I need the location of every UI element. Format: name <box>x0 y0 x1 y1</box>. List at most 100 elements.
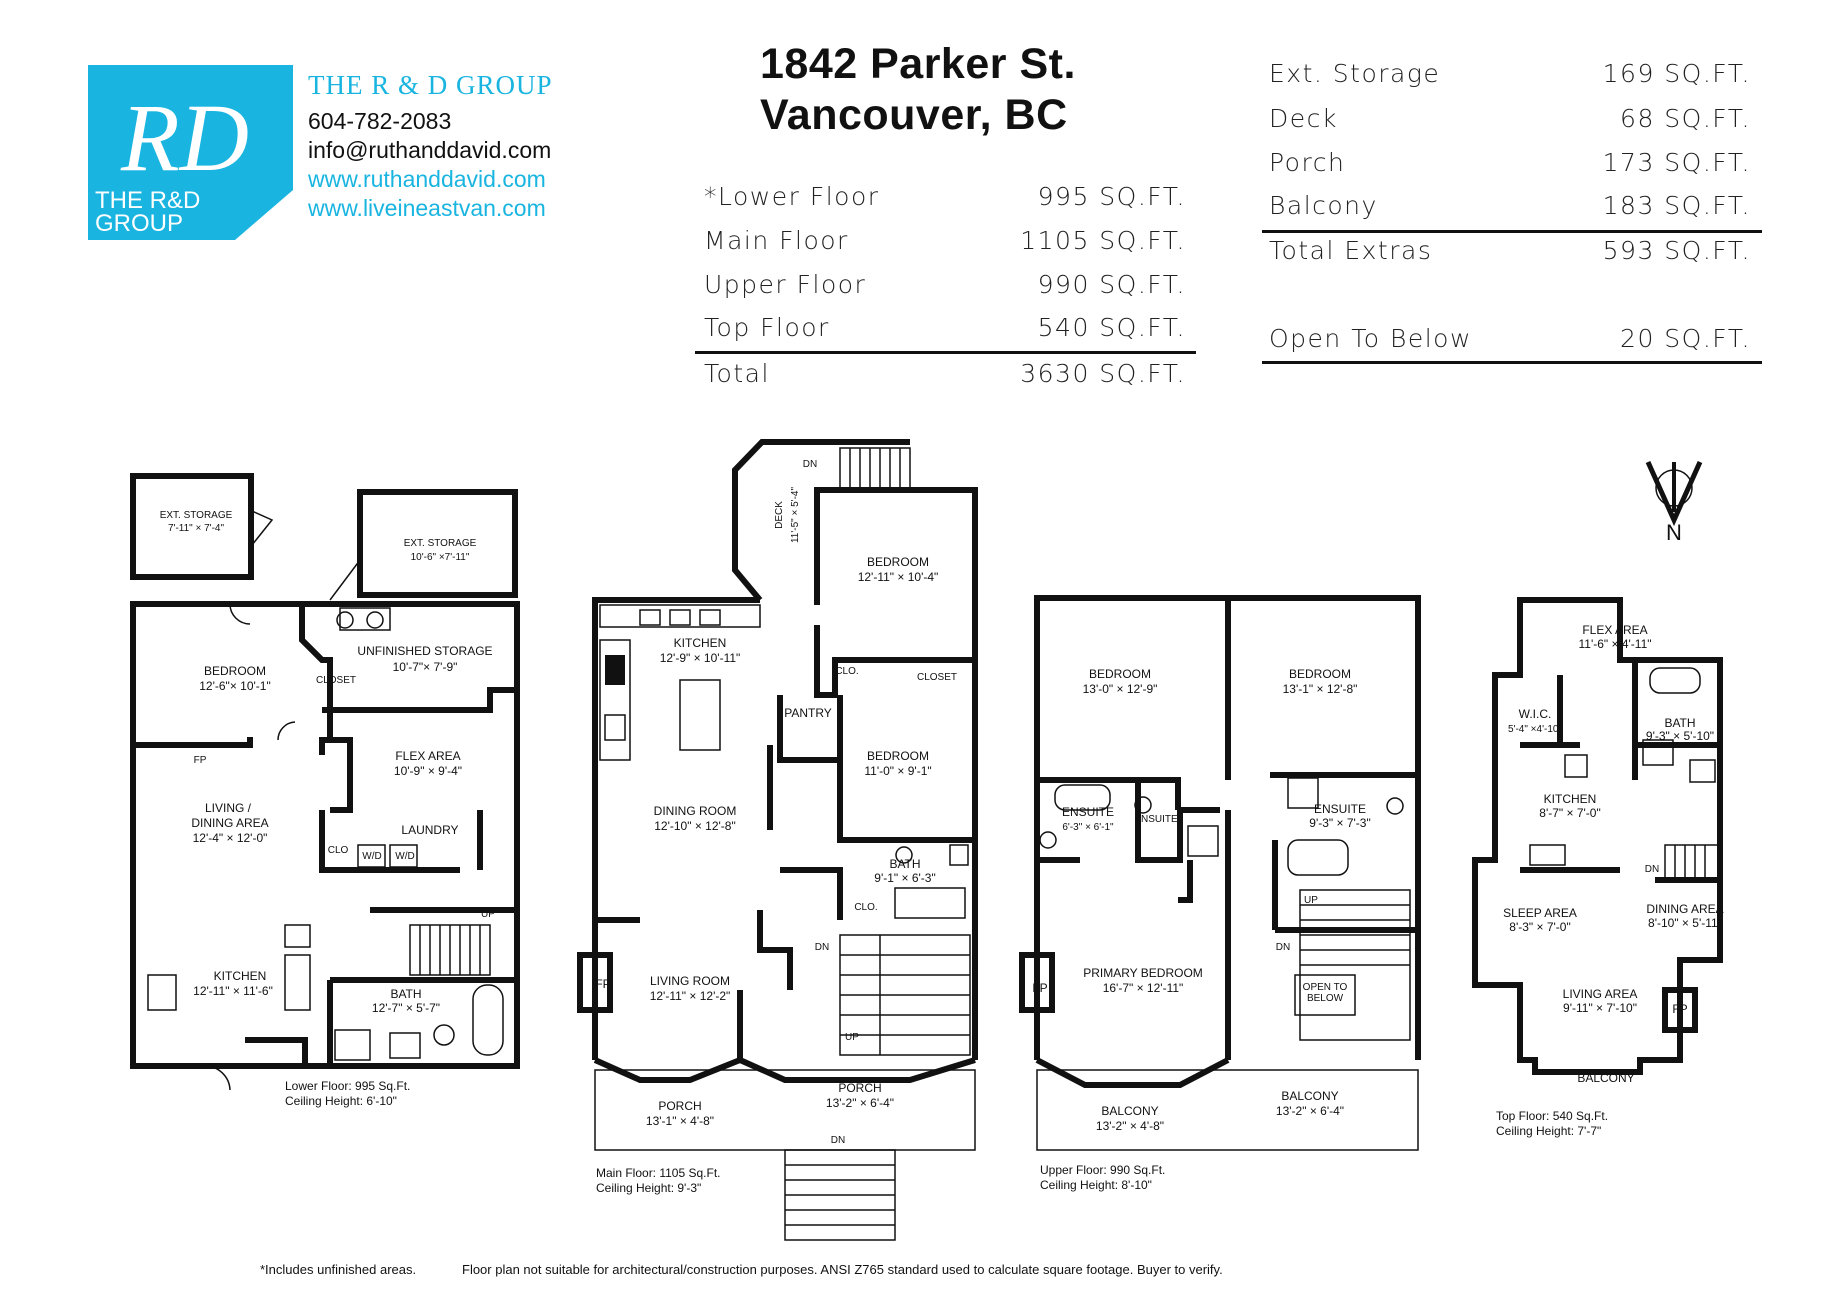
room-name: UNFINISHED STORAGE <box>357 644 492 658</box>
room-name: LIVING AREA <box>1563 987 1638 1001</box>
footer-disclaimer: Floor plan not suitable for architectura… <box>462 1262 1223 1277</box>
room-name: PORCH <box>838 1081 881 1095</box>
room-name: BATH <box>1664 716 1695 730</box>
fireplace-label: FP <box>194 755 207 766</box>
main-floor-plan: DECK 11'-5" × 5'-4" BEDROOM 12'-11" × 10… <box>577 439 978 1241</box>
room-dims: 13'-0" × 12'-9" <box>1083 682 1158 696</box>
extra-row: Ext. Storage 169 SQ.FT. <box>1269 59 1751 93</box>
room-name: DINING ROOM <box>654 804 737 818</box>
room-dims: 12'-9" × 10'-11" <box>660 651 741 665</box>
room-name: KITCHEN <box>214 969 267 983</box>
total-label: Total <box>704 359 770 388</box>
clo-label: CLO <box>328 845 349 856</box>
room-dims: 12'-7" × 5'-7" <box>372 1001 440 1015</box>
room-dims: 11'-6" × 4'-11" <box>1578 637 1651 651</box>
room-dims: 12'-4" × 12'-0" <box>193 831 268 845</box>
room-dims: 9'-11" × 7'-10" <box>1563 1001 1637 1015</box>
fireplace-label: FP <box>1032 981 1047 995</box>
clo-label: CLO. <box>854 902 877 913</box>
extra-value: 173 SQ.FT. <box>1602 148 1751 177</box>
open-to-below-value: 20 SQ.FT. <box>1620 324 1751 353</box>
stairs-up-label: UP <box>845 1032 859 1043</box>
room-dims: 5'-4" ×4'-10" <box>1508 724 1562 735</box>
floor-area-label: *Lower Floor <box>704 182 880 211</box>
floor-area-value: 990 SQ.FT. <box>1037 270 1186 299</box>
room-name: BATH <box>390 987 421 1001</box>
room-dims: 12'-11" × 10'-4" <box>858 570 939 584</box>
plan-caption: Main Floor: 1105 Sq.Ft. <box>596 1166 721 1180</box>
plan-caption: Ceiling Height: 7'-7" <box>1496 1124 1601 1138</box>
room-name: BALCONY <box>1101 1104 1158 1118</box>
room-name: BEDROOM <box>867 749 929 763</box>
room-dims: 12'-6"× 10'-1" <box>199 679 270 693</box>
room-name: ENSUITE <box>1314 802 1366 816</box>
stairs-up-label: UP <box>481 909 495 920</box>
extra-label: Balcony <box>1269 191 1378 220</box>
stairs-down-label: DN <box>1276 942 1290 953</box>
total-divider <box>695 351 1196 354</box>
room-name: LIVING / <box>205 801 252 815</box>
floor-area-label: Main Floor <box>704 226 849 255</box>
room-name: DINING AREA <box>191 816 268 830</box>
room-dims: 13'-2" × 4'-8" <box>1096 1119 1164 1133</box>
room-dims: 12'-11" × 11'-6" <box>193 984 273 998</box>
north-arrow-icon: N <box>1645 460 1703 545</box>
room-name: BALCONY <box>1281 1089 1338 1103</box>
room-name: BALCONY <box>1577 1071 1634 1085</box>
footer-note-unfinished: *Includes unfinished areas. <box>260 1262 417 1277</box>
total-value: 3630 SQ.FT. <box>1020 359 1186 388</box>
floor-area-row: *Lower Floor 995 SQ.FT. <box>704 182 1186 216</box>
room-dims: 11'-0" × 9'-1" <box>864 764 931 778</box>
plan-caption: Ceiling Height: 9'-3" <box>596 1181 701 1195</box>
top-floor-plan: FLEX AREA 11'-6" × 4'-11" W.I.C. 5'-4" ×… <box>1472 597 1724 1138</box>
plan-caption: Ceiling Height: 8'-10" <box>1040 1178 1152 1192</box>
brand-email[interactable]: info@ruthanddavid.com <box>308 137 552 163</box>
open-to-below-row: Open To Below 20 SQ.FT. <box>1269 324 1751 358</box>
fireplace-label: FP <box>595 977 610 991</box>
extra-label: Porch <box>1269 148 1346 177</box>
room-name: LIVING ROOM <box>650 974 730 988</box>
room-dims: 13'-2" × 6'-4" <box>826 1096 894 1110</box>
room-dims: 13'-1" × 4'-8" <box>646 1114 714 1128</box>
clo-label: CLO. <box>835 666 858 677</box>
open-to-below-label: Open To Below <box>1269 324 1472 353</box>
extra-value: 183 SQ.FT. <box>1602 191 1751 220</box>
stairs-down-label: DN <box>803 459 817 470</box>
compass-label: N <box>1666 520 1682 545</box>
room-name: FLEX AREA <box>1582 623 1647 637</box>
floor-area-row: Main Floor 1105 SQ.FT. <box>704 226 1186 260</box>
room-name: PRIMARY BEDROOM <box>1083 966 1203 980</box>
room-dims: 9'-3" × 7'-3" <box>1309 816 1370 830</box>
floor-area-value: 540 SQ.FT. <box>1037 313 1186 342</box>
room-name: BEDROOM <box>204 664 266 678</box>
logo-letters: RD <box>120 84 249 191</box>
extra-row: Deck 68 SQ.FT. <box>1269 104 1751 138</box>
room-dims: 13'-1" × 12'-8" <box>1283 682 1358 696</box>
brand-website-2[interactable]: www.liveineastvan.com <box>308 195 546 221</box>
room-name: SLEEP AREA <box>1503 906 1577 920</box>
plan-caption: Lower Floor: 995 Sq.Ft. <box>285 1079 410 1093</box>
plan-caption: Ceiling Height: 6'-10" <box>285 1094 397 1108</box>
fireplace-label: FP <box>1672 1002 1687 1016</box>
room-dims: 6'-3" × 6'-1" <box>1062 822 1114 833</box>
stairs-down-label: DN <box>1645 864 1659 875</box>
total-extras-row: Total Extras 593 SQ.FT. <box>1269 236 1751 270</box>
room-dims: 11'-5" × 5'-4" <box>790 487 801 543</box>
address-line-2: Vancouver, BC <box>760 91 1068 139</box>
room-name: KITCHEN <box>1544 792 1597 806</box>
room-dims: 13'-2" × 6'-4" <box>1276 1104 1344 1118</box>
floor-area-value: 995 SQ.FT. <box>1037 182 1186 211</box>
logo: RD THE R&D GROUP <box>25 30 325 300</box>
extra-value: 68 SQ.FT. <box>1620 104 1751 133</box>
room-name: DECK <box>774 501 785 529</box>
room-dims: 10'-6" ×7'-11" <box>411 552 470 563</box>
brand-website-1[interactable]: www.ruthanddavid.com <box>308 166 546 192</box>
room-name: BEDROOM <box>1089 667 1151 681</box>
ensuite-label: ENSUITE <box>1134 814 1178 825</box>
room-name: DINING AREA <box>1646 902 1723 916</box>
closet-label: CLOSET <box>917 672 957 683</box>
room-dims: 10'-9" × 9'-4" <box>394 764 462 778</box>
extra-label: Deck <box>1269 104 1338 133</box>
washer-dryer-label: W/D <box>395 851 414 862</box>
